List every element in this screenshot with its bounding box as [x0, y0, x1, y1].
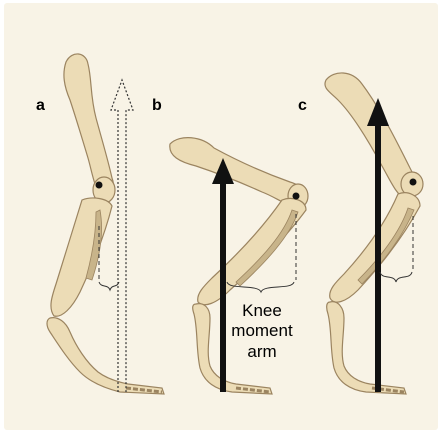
- panel-b-joint-dot: [293, 193, 300, 200]
- panel-a-foot: [47, 318, 164, 394]
- panel-b: b Knee moment arm: [152, 97, 308, 394]
- panel-a-label: a: [36, 97, 45, 114]
- panel-b-caption-line-1: Knee: [242, 301, 282, 320]
- panel-a-tibia: [51, 198, 112, 316]
- panel-b-caption-line-3: arm: [247, 342, 276, 361]
- panel-a-joint-dot: [96, 182, 103, 189]
- panel-b-label: b: [152, 97, 162, 114]
- panel-c-foot: [327, 302, 406, 394]
- panel-c-joint-dot: [410, 179, 417, 186]
- panel-b-femur: [170, 138, 305, 207]
- panel-c: c: [298, 73, 423, 394]
- panel-b-caption-line-2: moment: [231, 321, 293, 340]
- panel-a: a: [36, 54, 164, 394]
- panel-c-label: c: [298, 97, 307, 114]
- panel-c-tibia: [330, 193, 420, 302]
- panel-a-force-arrow: [111, 80, 133, 392]
- panel-a-femur: [64, 54, 113, 194]
- panel-b-tibia: [198, 198, 306, 304]
